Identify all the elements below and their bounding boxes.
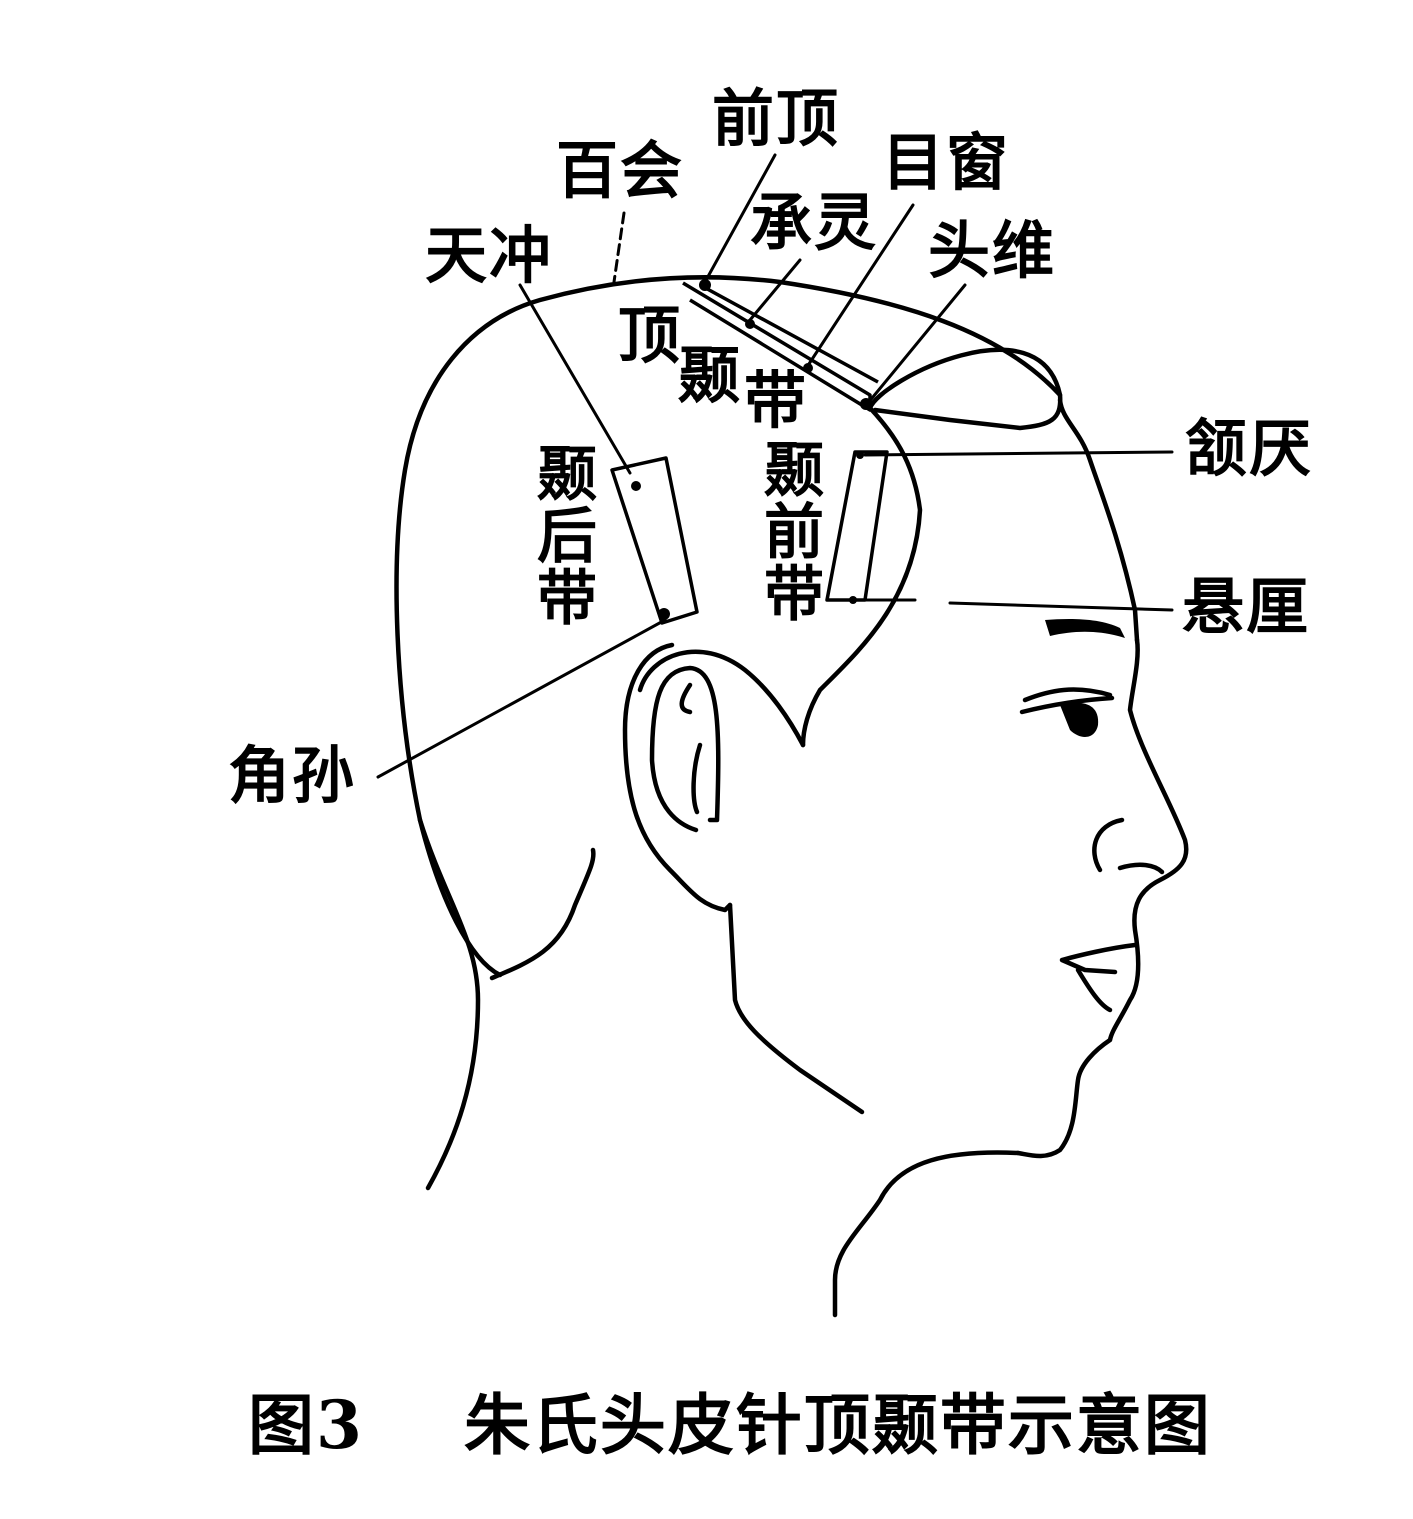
nie-hou-band [610,456,699,625]
label-baihui: 百会 [556,134,685,207]
leader-jiaosun [376,618,667,779]
skull-outline [867,347,1140,643]
caption-title: 朱氏头皮针顶颞带示意图 [463,1386,1212,1464]
nape-curve [489,847,596,981]
eye-upper-lid [1019,687,1115,715]
point-tianchong [631,481,641,491]
leader-hanyan [863,450,1174,457]
back-of-neck-outline [417,817,481,1191]
leader-baihui [612,211,626,284]
label-ding-nie-char-1: 顶 [618,299,683,372]
point-chengling [745,319,755,329]
figure-caption: 图3 朱氏头皮针顶颞带示意图 [248,1372,1212,1468]
leader-muchuang [803,203,915,372]
nie-qian-band [825,450,889,602]
point-xuanli [849,596,857,604]
point-qianding [699,279,711,291]
point-muchuang [803,363,813,373]
leader-chengling [748,258,802,322]
label-chengling: 承灵 [750,186,879,259]
point-hanyan [856,451,864,459]
label-ding-nie-char-2: 颞 [678,339,743,412]
leader-xuanli-b [948,601,1174,612]
jaw-line [727,902,865,1115]
leader-qianding [703,153,777,284]
label-qianding: 前顶 [712,82,841,155]
nostril [1092,817,1165,875]
face-profile [1015,637,1189,1159]
ding-nie-band-edge [699,283,879,384]
label-ding-nie-char-3: 带 [744,364,809,437]
label-xuanli: 悬厘 [1182,570,1311,643]
eyebrow [1045,618,1125,638]
label-hanyan: 颔厌 [1185,412,1314,485]
label-touwei: 头维 [928,214,1057,287]
ear-inner [649,665,721,833]
neck-front [832,1150,1021,1318]
label-jiaosun: 角孙 [228,739,357,812]
point-jiaosun [658,608,670,620]
leader-tianchong [518,283,632,475]
lips [1059,942,1138,1013]
point-touwei [860,398,872,410]
ear-antihelix [679,682,703,815]
label-muchuang: 目窗 [882,126,1011,199]
ear-outer [622,642,733,913]
eye-pupil [1060,702,1099,737]
label-tianchong: 天冲 [425,219,554,292]
label-nie-qian-band: 颞前带 [764,436,824,630]
ear-helix [637,649,806,748]
caption-number: 图3 [248,1386,364,1464]
leader-touwei [866,283,967,405]
label-nie-hou-band: 颞后带 [537,440,597,634]
